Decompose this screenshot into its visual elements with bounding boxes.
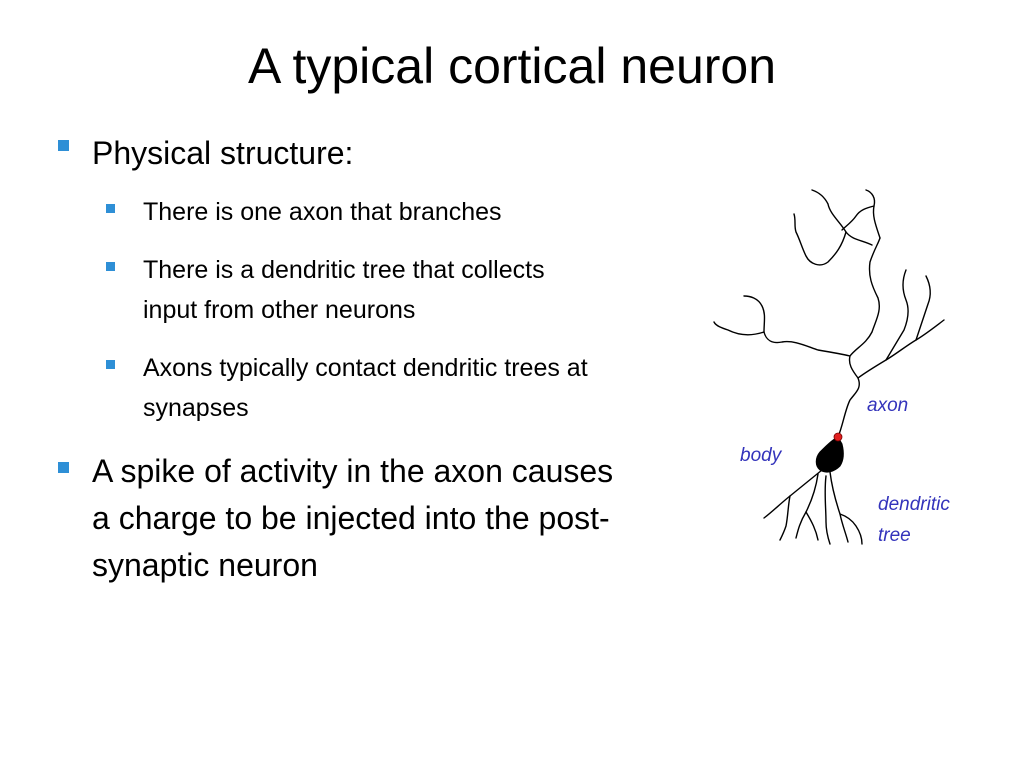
bullet-text: There is one axon that branches: [143, 198, 502, 226]
axon-branch: [713, 321, 765, 336]
axon-branch: [885, 269, 909, 361]
axon-branch: [865, 189, 881, 239]
bullet-text: Axons typically contact dendritic trees …: [143, 354, 588, 422]
dendritic-branches: [763, 469, 863, 545]
bullet-text: There is a dendritic tree that collects …: [143, 256, 545, 324]
square-bullet-icon: [106, 204, 115, 213]
bullet-text: A spike of activity in the axon causes a…: [92, 453, 614, 583]
axon-branches: [713, 189, 945, 438]
square-bullet-icon: [106, 262, 115, 271]
axon-branch: [915, 275, 931, 341]
axon-branch: [743, 295, 851, 357]
body-label: body: [740, 445, 783, 466]
axon-trunk: [837, 237, 881, 438]
axon-branch: [793, 213, 847, 266]
axon-branch: [857, 319, 945, 379]
dendrite-branch: [829, 471, 849, 543]
synapse-dot: [833, 432, 843, 442]
tree-label: tree: [878, 525, 911, 546]
dendrite-branch: [805, 511, 819, 541]
axon-label: axon: [867, 395, 908, 416]
square-bullet-icon: [106, 360, 115, 369]
dendritic-label: dendritic: [878, 494, 950, 515]
cell-body: [815, 436, 844, 473]
square-bullet-icon: [58, 140, 69, 151]
bullet-text: Physical structure:: [92, 135, 354, 171]
slide-title: A typical cortical neuron: [247, 38, 777, 94]
axon-branch: [811, 189, 873, 246]
square-bullet-icon: [58, 462, 69, 473]
dendrite-branch: [839, 513, 863, 545]
axon-branch: [841, 205, 875, 231]
dendrite-branch: [824, 475, 831, 545]
dendrite-branch: [779, 495, 791, 541]
